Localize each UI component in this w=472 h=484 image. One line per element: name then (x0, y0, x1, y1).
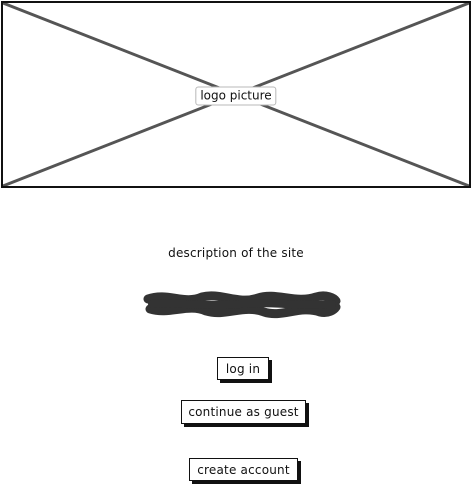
continue-as-guest-button[interactable]: continue as guest (181, 400, 306, 424)
log-in-button[interactable]: log in (217, 357, 269, 380)
logo-placeholder: logo picture (1, 1, 471, 188)
create-account-button[interactable]: create account (189, 458, 298, 481)
logo-label: logo picture (195, 86, 277, 106)
scribble-placeholder-text (143, 291, 341, 319)
site-description: description of the site (168, 246, 304, 260)
